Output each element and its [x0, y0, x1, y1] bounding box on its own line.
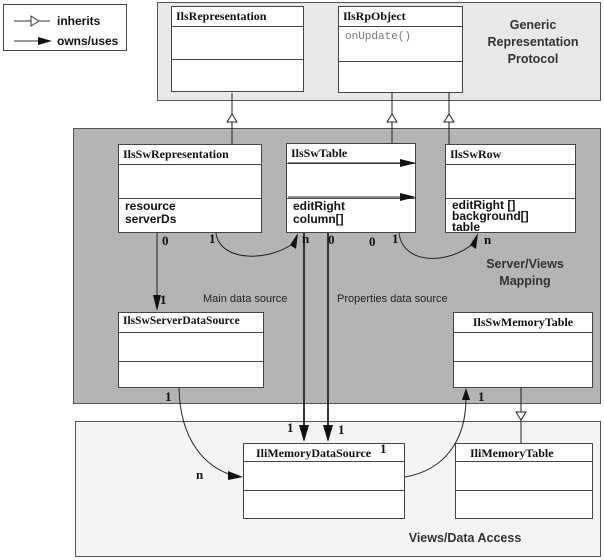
class-name: IlsSwRepresentation — [119, 145, 261, 165]
class-attributes: editRight column[] — [287, 199, 415, 232]
multiplicity: 1 — [209, 231, 216, 246]
class-attributes: editRight [] background[] table — [446, 198, 575, 234]
class-methods — [119, 333, 263, 362]
multiplicity: n — [302, 231, 310, 246]
multiplicity: 1 — [338, 422, 345, 437]
swrep-to-swtable — [215, 232, 298, 257]
swtable-arrow-1 — [288, 159, 416, 167]
multiplicity: 1 — [392, 231, 399, 246]
mds-to-swmemtable — [404, 388, 470, 478]
legend-icons — [14, 15, 52, 45]
class-ilsswmemorytable[interactable]: IlsSwMemoryTable — [453, 312, 593, 388]
legend-owns-label: owns/uses — [57, 34, 119, 48]
multiplicity: 1 — [287, 420, 294, 435]
package-server-label: Server/Views Mapping — [470, 256, 580, 290]
multiplicity: 0 — [328, 232, 335, 247]
serverds-to-mds — [178, 387, 243, 480]
hollow-triangle-arrow-icon — [14, 15, 50, 27]
class-ilimemorytable[interactable]: IliMemoryTable — [455, 443, 593, 519]
label-line: Views/Data Access — [408, 531, 522, 545]
attribute: editRight [] — [452, 198, 516, 212]
inherits-swrow-to-rpobject — [443, 93, 455, 144]
swtable-arrow-2 — [288, 193, 416, 201]
class-name: IlsSwRow — [446, 145, 575, 165]
class-ilsswtable[interactable]: IlsSwTable editRight column[] — [286, 143, 416, 233]
class-name: IlsSwServerDataSource — [119, 313, 263, 333]
attribute: editRight — [293, 199, 345, 213]
method-onupdate: onUpdate() — [345, 31, 412, 43]
inherits-swtable-to-rpobject — [386, 93, 398, 143]
class-methods — [454, 333, 592, 362]
label-line: Server/Views — [486, 257, 564, 271]
class-name: IliMemoryDataSource — [244, 444, 404, 462]
package-views-label: Views/Data Access — [395, 530, 535, 547]
multiplicity: 0 — [162, 233, 169, 248]
note-main-data-source: Main data source — [203, 293, 288, 305]
multiplicity: 1 — [380, 441, 387, 456]
legend-inherits-label: inherits — [57, 14, 101, 28]
class-name: IliMemoryTable — [456, 444, 592, 462]
legend: inherits owns/uses — [3, 4, 127, 51]
class-methods — [119, 165, 261, 199]
inherits-swrep-to-rep — [226, 93, 238, 144]
multiplicity: 1 — [165, 389, 172, 404]
multiplicity: n — [484, 232, 492, 247]
inherits-swmemtable-to-ilimemtable — [515, 388, 527, 443]
class-ilsrepresentation[interactable]: IlsRepresentation — [171, 6, 304, 92]
swtable-to-mds-props — [323, 233, 333, 442]
package-generic-label: Generic Representation Protocol — [478, 17, 588, 68]
class-ilimemorydatasource[interactable]: IliMemoryDataSource — [243, 443, 405, 519]
class-methods — [172, 27, 303, 60]
label-line: Protocol — [507, 52, 559, 66]
class-name: IlsRpObject — [339, 7, 462, 27]
class-attributes: resource serverDs — [119, 199, 261, 232]
multiplicity: n — [196, 467, 204, 482]
class-methods: onUpdate() — [339, 27, 462, 62]
label-line: Mapping — [499, 274, 551, 288]
attribute: table — [452, 220, 481, 234]
label-line: Generic — [509, 18, 557, 32]
class-name: IlsSwMemoryTable — [454, 313, 592, 333]
multiplicity: 1 — [160, 292, 167, 307]
class-name: IlsRepresentation — [172, 7, 303, 27]
attribute: resource — [125, 199, 176, 213]
class-ilsswrow[interactable]: IlsSwRow editRight [] background[] table — [445, 144, 576, 233]
attribute: background[] — [452, 209, 529, 223]
class-methods — [244, 462, 404, 491]
multiplicity: 1 — [478, 389, 485, 404]
class-methods — [287, 164, 415, 199]
swrep-to-serverds — [153, 233, 161, 311]
swtable-to-swrow — [398, 232, 478, 259]
class-ilsswserverdatasource[interactable]: IlsSwServerDataSource — [118, 312, 264, 388]
class-ilsswrepresentation[interactable]: IlsSwRepresentation resource serverDs — [118, 144, 262, 233]
label-line: Representation — [487, 35, 579, 49]
swtable-to-mds-main — [299, 233, 309, 442]
attribute: serverDs — [125, 212, 177, 226]
class-ilsrpobject[interactable]: IlsRpObject onUpdate() — [338, 6, 463, 93]
filled-arrow-icon — [14, 37, 52, 45]
note-properties-data-source: Properties data source — [337, 293, 448, 305]
multiplicity: 0 — [369, 234, 376, 249]
attribute: column[] — [293, 212, 344, 226]
class-methods — [456, 462, 592, 491]
class-methods — [446, 165, 575, 199]
